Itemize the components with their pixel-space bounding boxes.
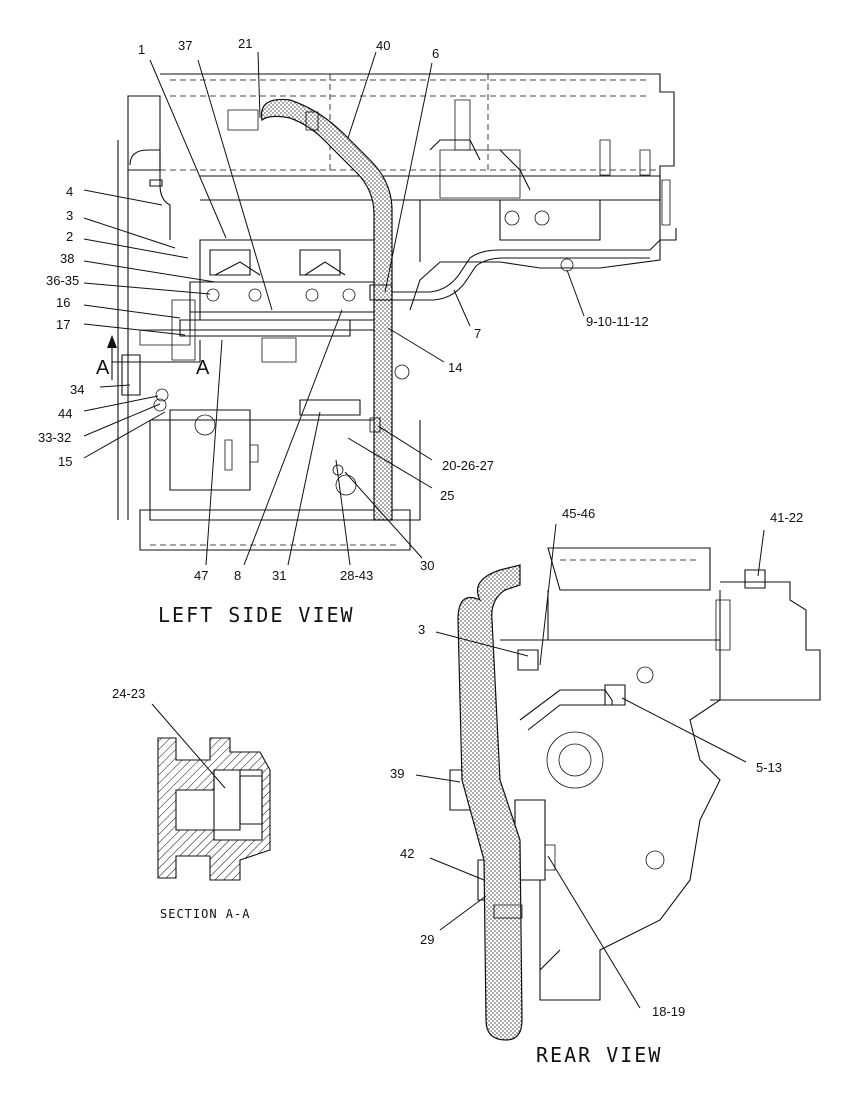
callout-label: 5-13 bbox=[756, 760, 782, 775]
callout-label: 21 bbox=[238, 36, 252, 51]
callout-label: 31 bbox=[272, 568, 286, 583]
callout-label: 20-26-27 bbox=[442, 458, 494, 473]
callout-label: 47 bbox=[194, 568, 208, 583]
callout-label: 36-35 bbox=[46, 273, 79, 288]
section-a-a-drawing bbox=[157, 737, 271, 881]
callout-label: 41-22 bbox=[770, 510, 803, 525]
callout-label: 2 bbox=[66, 229, 73, 244]
callout-label: 33-32 bbox=[38, 430, 71, 445]
callout-label: 14 bbox=[448, 360, 462, 375]
callout-label: 42 bbox=[400, 846, 414, 861]
callout-label: 8 bbox=[234, 568, 241, 583]
callout-label: 4 bbox=[66, 184, 73, 199]
callout-label: 40 bbox=[376, 38, 390, 53]
callout-label: 3 bbox=[66, 208, 73, 223]
left-side-view-drawing bbox=[107, 73, 677, 551]
leader-lines bbox=[83, 51, 765, 1009]
callout-label: 25 bbox=[440, 488, 454, 503]
section-marker-left: A bbox=[96, 357, 110, 379]
callout-label: 24-23 bbox=[112, 686, 145, 701]
left-side-view-caption: LEFT SIDE VIEW bbox=[158, 603, 355, 627]
callout-labels: 1 37 21 40 6 4 3 2 38 36-35 16 17 34 44 … bbox=[38, 36, 803, 1019]
callout-label: 16 bbox=[56, 295, 70, 310]
callout-label: 3 bbox=[418, 622, 425, 637]
callout-label: 45-46 bbox=[562, 506, 595, 521]
rear-view-drawing bbox=[449, 547, 821, 1041]
callout-label: 17 bbox=[56, 317, 70, 332]
callout-label: 15 bbox=[58, 454, 72, 469]
callout-label: 37 bbox=[178, 38, 192, 53]
callout-label: 18-19 bbox=[652, 1004, 685, 1019]
callout-label: 44 bbox=[58, 406, 72, 421]
callout-label: 29 bbox=[420, 932, 434, 947]
section-a-a-caption: SECTION A-A bbox=[160, 907, 250, 921]
callout-label: 28-43 bbox=[340, 568, 373, 583]
callout-label: 6 bbox=[432, 46, 439, 61]
callout-label: 34 bbox=[70, 382, 84, 397]
callout-label: 39 bbox=[390, 766, 404, 781]
callout-label: 30 bbox=[420, 558, 434, 573]
callout-label: 7 bbox=[474, 326, 481, 341]
rear-view-caption: REAR VIEW bbox=[536, 1043, 662, 1067]
callout-label: 38 bbox=[60, 251, 74, 266]
callout-label: 1 bbox=[138, 42, 145, 57]
callout-label: 9-10-11-12 bbox=[586, 314, 649, 329]
section-marker-right: A bbox=[196, 357, 210, 379]
